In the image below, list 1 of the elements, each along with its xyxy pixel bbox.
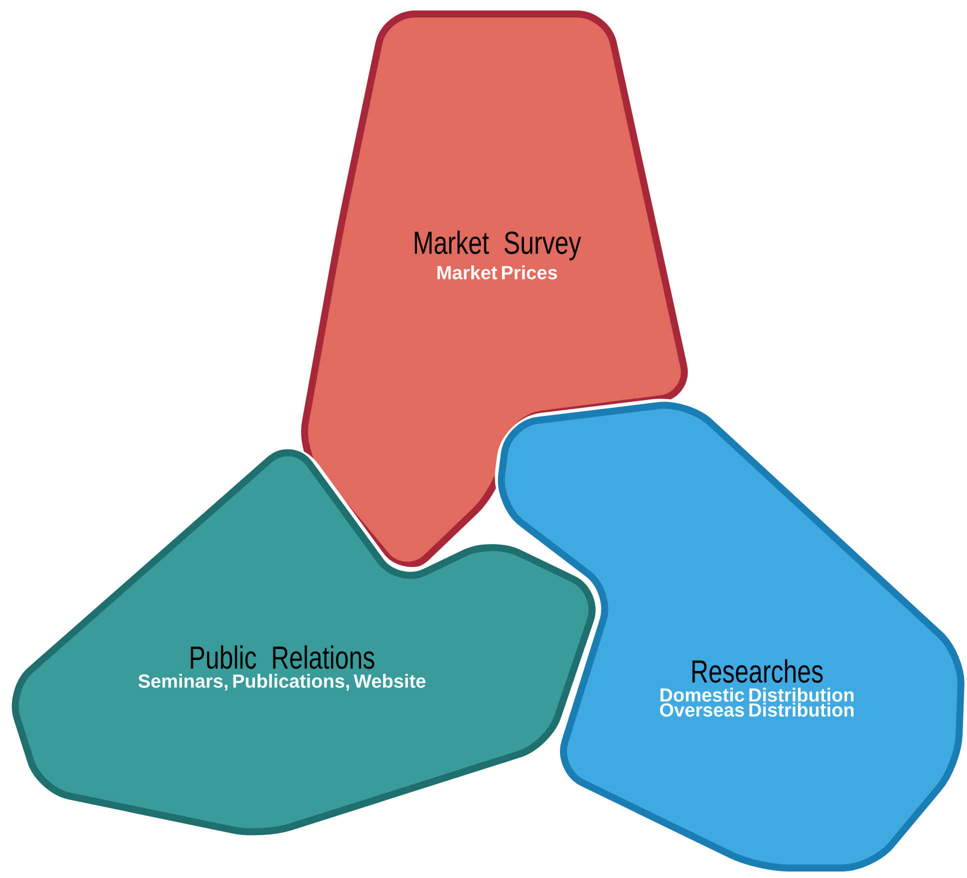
puzzle-piece: Public Relations Seminars, Publications, Website [9,447,598,838]
